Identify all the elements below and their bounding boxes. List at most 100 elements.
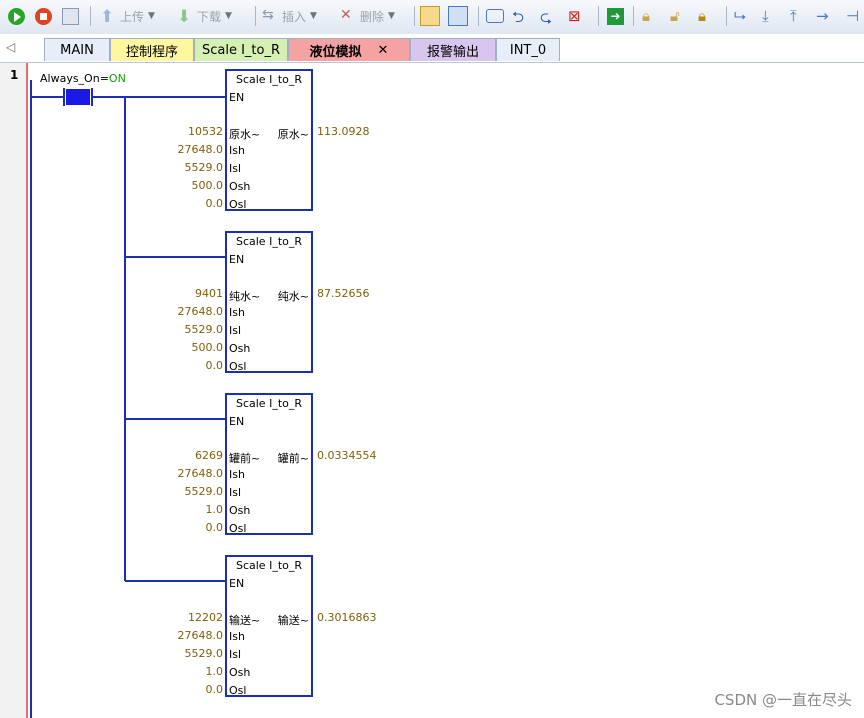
isl-value[interactable]: 5529.0 — [184, 161, 224, 174]
tab-label: Scale I_to_R — [201, 42, 281, 58]
tab-control-program[interactable]: 控制程序 — [110, 38, 194, 61]
osh-value[interactable]: 1.0 — [205, 503, 224, 516]
osh-pin: Osh — [229, 180, 251, 193]
line-right-button[interactable]: → — [816, 5, 836, 27]
tab-label: MAIN — [60, 42, 94, 58]
osh-pin: Osh — [229, 504, 251, 517]
chevron-down-icon: ▼ — [225, 11, 232, 21]
ish-value[interactable]: 27648.0 — [177, 629, 224, 642]
input-pin: 输送~ — [229, 614, 261, 627]
watermark: CSDN @一直在尽头 — [714, 691, 852, 709]
block-title: Scale I_to_R — [235, 73, 303, 86]
ish-pin: Ish — [229, 630, 245, 643]
line-up-icon: ⤒ — [790, 7, 797, 25]
isl-value[interactable]: 5529.0 — [184, 323, 224, 336]
run-icon — [8, 7, 25, 25]
close-icon[interactable]: ✕ — [377, 42, 389, 58]
delete-label: 删除 — [360, 9, 385, 24]
branch-button[interactable]: ⮡ — [734, 5, 754, 27]
line-right-icon: → — [816, 7, 829, 25]
output-value[interactable]: 0.3016863 — [317, 611, 377, 624]
tab-scale-i-to-r[interactable]: Scale I_to_R — [194, 38, 288, 61]
osl-value[interactable]: 0.0 — [205, 197, 224, 210]
scale-block[interactable]: Scale I_to_R EN 纯水~ 纯水~ Ish Isl Osh Osl — [225, 231, 313, 373]
line-more-button[interactable]: ⊣ — [846, 5, 864, 27]
output-value[interactable]: 0.0334554 — [317, 449, 377, 462]
tab-label: INT_0 — [509, 42, 547, 58]
tab-main[interactable]: MAIN — [44, 38, 110, 61]
network-view-button[interactable] — [420, 5, 442, 27]
unlock-button[interactable]: 🔓︎ — [670, 5, 690, 27]
ish-value[interactable]: 27648.0 — [177, 467, 224, 480]
go-button[interactable]: ➜ — [607, 5, 626, 27]
network-icon — [486, 9, 504, 23]
line-down-button[interactable]: ⤓ — [762, 5, 782, 27]
osh-pin: Osh — [229, 342, 251, 355]
program-view-button[interactable] — [448, 5, 470, 27]
output-pin: 罐前~ — [277, 452, 309, 465]
toolbar-separator — [726, 6, 727, 26]
tab-scroll-left-icon[interactable]: ◁ — [6, 40, 16, 54]
osl-value[interactable]: 0.0 — [205, 683, 224, 696]
run-button[interactable] — [8, 5, 27, 27]
input-value[interactable]: 9401 — [195, 287, 223, 300]
lock-icon: 🔒︎ — [642, 7, 650, 25]
line-up-button[interactable]: ⤒ — [790, 5, 810, 27]
delete-network-button[interactable]: ⊠ — [568, 5, 588, 27]
input-value[interactable]: 6269 — [195, 449, 223, 462]
network-button[interactable] — [486, 5, 506, 27]
network-view-icon — [420, 6, 440, 26]
isl-value[interactable]: 5529.0 — [184, 485, 224, 498]
insert-before-icon: ⮌ — [512, 8, 525, 26]
osh-value[interactable]: 500.0 — [191, 341, 224, 354]
program-view-icon — [448, 6, 468, 26]
block-title: Scale I_to_R — [235, 559, 303, 572]
toolbar-separator — [414, 6, 415, 26]
tab-alarm-output[interactable]: 报警输出 — [410, 38, 496, 61]
osl-value[interactable]: 0.0 — [205, 359, 224, 372]
scale-block[interactable]: Scale I_to_R EN 原水~ 原水~ Ish Isl Osh Osl — [225, 69, 313, 211]
stop-button[interactable] — [35, 5, 54, 27]
lock-add-icon: 🔒︎ — [698, 7, 706, 25]
chevron-down-icon: ▼ — [148, 11, 155, 21]
scale-block[interactable]: Scale I_to_R EN 罐前~ 罐前~ Ish Isl Osh Osl — [225, 393, 313, 535]
lock-button[interactable]: 🔒︎ — [642, 5, 662, 27]
upload-button[interactable]: ⬆上传▼ — [100, 5, 155, 27]
osh-value[interactable]: 1.0 — [205, 665, 224, 678]
input-value[interactable]: 12202 — [188, 611, 223, 624]
ish-value[interactable]: 27648.0 — [177, 143, 224, 156]
tab-level-simulation[interactable]: 液位模拟✕ — [288, 38, 410, 61]
output-value[interactable]: 87.52656 — [317, 287, 370, 300]
osl-pin: Osl — [229, 522, 247, 535]
contact-label: Always_On=ON — [40, 72, 126, 85]
osh-value[interactable]: 500.0 — [191, 179, 224, 192]
ish-pin: Ish — [229, 144, 245, 157]
input-value[interactable]: 10532 — [188, 125, 223, 138]
download-icon: ⬇ — [177, 7, 192, 27]
osh-pin: Osh — [229, 666, 251, 679]
scale-block[interactable]: Scale I_to_R EN 输送~ 输送~ Ish Isl Osh Osl — [225, 555, 313, 697]
line-down-icon: ⤓ — [762, 7, 769, 25]
isl-value[interactable]: 5529.0 — [184, 647, 224, 660]
block-title: Scale I_to_R — [235, 397, 303, 410]
isl-pin: Isl — [229, 648, 242, 661]
ish-value[interactable]: 27648.0 — [177, 305, 224, 318]
delete-button[interactable]: ✕删除▼ — [340, 5, 395, 27]
osl-pin: Osl — [229, 198, 247, 211]
compile-icon — [62, 7, 79, 25]
download-label: 下载 — [197, 9, 222, 24]
en-pin: EN — [229, 577, 245, 590]
insert-before-button[interactable]: ⮌ — [512, 5, 532, 27]
compile-button[interactable] — [62, 5, 81, 27]
en-pin: EN — [229, 253, 245, 266]
tab-int-0[interactable]: INT_0 — [496, 38, 560, 61]
output-pin: 纯水~ — [277, 290, 309, 303]
download-button[interactable]: ⬇ 下载▼ — [177, 5, 232, 27]
osl-value[interactable]: 0.0 — [205, 521, 224, 534]
tab-label: 报警输出 — [426, 44, 479, 60]
lock-add-button[interactable]: 🔒︎ — [698, 5, 718, 27]
insert-after-button[interactable]: ⮎ — [540, 5, 560, 27]
output-value[interactable]: 113.0928 — [317, 125, 370, 138]
insert-button[interactable]: ⇆插入▼ — [262, 5, 317, 27]
